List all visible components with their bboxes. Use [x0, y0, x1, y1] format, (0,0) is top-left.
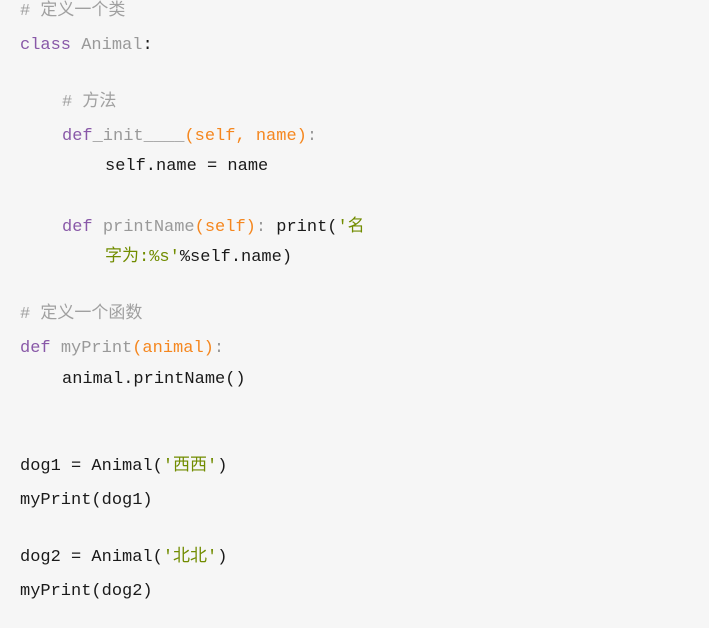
code-token-keyword: def	[62, 127, 93, 146]
code-token-plain: %self.name)	[179, 248, 293, 267]
code-line: self.name = name	[105, 156, 268, 178]
code-token-plain	[51, 339, 61, 358]
code-token-name: :	[306, 127, 318, 146]
code-token-plain: :	[142, 36, 153, 55]
code-line: myPrint(dog2)	[20, 581, 153, 603]
code-token-name: :	[213, 339, 225, 358]
code-token-plain: )	[217, 457, 228, 476]
code-token-plain	[71, 36, 81, 55]
code-line: # 定义一个函数	[20, 304, 142, 326]
code-token-plain: self.name = name	[105, 157, 269, 176]
code-line: myPrint(dog1)	[20, 490, 153, 512]
code-line: animal.printName()	[62, 369, 246, 391]
code-token-param: (self, name)	[184, 127, 307, 146]
code-line: # 定义一个类	[20, 1, 125, 23]
code-line: def_init____(self, name):	[62, 126, 317, 148]
code-token-plain: print(	[266, 218, 338, 237]
code-token-plain: dog2 = Animal(	[20, 548, 163, 567]
code-token-name: _init____	[92, 127, 185, 146]
code-token-param: (self)	[194, 218, 256, 237]
code-token-keyword: class	[20, 36, 72, 55]
code-token-plain: animal.printName()	[62, 370, 246, 389]
code-token-comment: # 定义一个函数	[20, 305, 143, 324]
code-token-plain: dog1 = Animal(	[20, 457, 163, 476]
code-token-keyword: def	[20, 339, 51, 358]
code-token-string: '北北'	[162, 548, 218, 567]
code-token-comment: # 定义一个类	[20, 2, 126, 21]
code-line: 字为:%s'%self.name)	[105, 247, 292, 269]
code-token-name: :	[255, 218, 267, 237]
code-token-plain: myPrint(dog1)	[20, 491, 153, 510]
code-line: dog1 = Animal('西西')	[20, 456, 227, 478]
code-token-comment: # 方法	[62, 93, 117, 112]
code-token-string: '西西'	[162, 457, 218, 476]
code-token-name: Animal	[81, 36, 143, 55]
code-line: class Animal:	[20, 35, 153, 57]
code-token-param: (animal)	[132, 339, 214, 358]
code-line: # 方法	[62, 92, 116, 114]
code-token-name: printName	[102, 218, 195, 237]
code-line: def myPrint(animal):	[20, 338, 224, 360]
code-token-plain: myPrint(dog2)	[20, 582, 153, 601]
code-token-string: 字为:%s'	[105, 248, 180, 267]
code-line: dog2 = Animal('北北')	[20, 547, 227, 569]
code-line: def printName(self): print('名	[62, 217, 365, 239]
code-token-plain: )	[217, 548, 228, 567]
code-token-string: '名	[337, 218, 365, 237]
code-token-name: myPrint	[60, 339, 133, 358]
code-token-keyword: def	[62, 218, 93, 237]
code-token-plain	[93, 218, 103, 237]
